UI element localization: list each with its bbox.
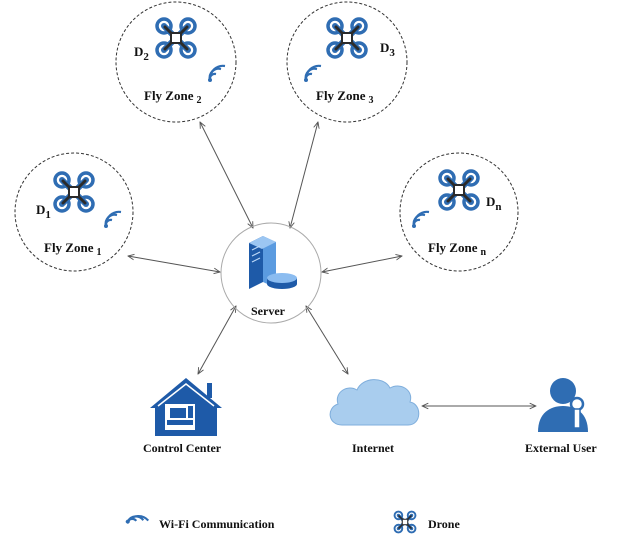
drone-icon [440,171,478,209]
server-icon [249,236,297,289]
wifi-icon [102,210,123,230]
wifi-icon [302,64,323,84]
link-server-internet [306,306,348,374]
svg-text:D3: D3 [380,40,395,59]
link-server-control [198,306,236,374]
external-user-label: External User [525,441,597,455]
link-zonen-server [322,256,402,272]
legend-wifi-label: Wi-Fi Communication [159,517,275,531]
legend-wifi-icon [123,508,150,534]
cloud-icon [329,379,420,426]
wifi-icon [410,210,431,230]
connectors [128,122,536,406]
drone-icon [55,173,93,211]
internet-node: Internet [329,379,420,455]
svg-text:D1: D1 [36,202,51,221]
wifi-icon [206,64,227,84]
server-node: Server [220,222,322,324]
internet-label: Internet [352,441,394,455]
external-user-node: External User [525,378,597,455]
user-key-icon [538,378,588,432]
drone-icon [328,19,366,57]
legend-drone-icon [392,509,418,535]
control-center-label: Control Center [143,441,222,455]
control-center-node: Control Center [143,378,222,455]
server-label: Server [251,304,286,318]
link-zone1-server [128,256,220,272]
legend-drone-label: Drone [428,517,460,531]
link-zone3-server [290,122,318,228]
legend: Wi-Fi Communication Drone [123,508,460,535]
link-zone2-server [200,122,253,228]
drone-icon [157,19,195,57]
house-icon [150,378,222,436]
svg-text:Dn: Dn [486,194,502,213]
svg-text:D2: D2 [134,44,149,63]
